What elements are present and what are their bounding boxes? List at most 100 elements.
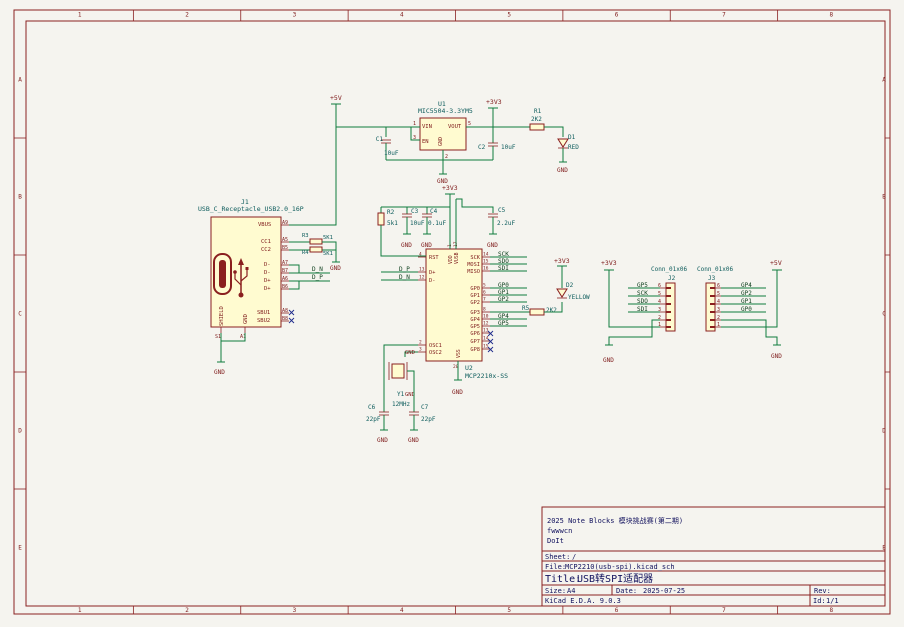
r4-ref: R4 xyxy=(302,250,309,256)
title-value: USB转SPI适配器 xyxy=(577,572,653,585)
j1-pinnum-s1: S1 xyxy=(215,334,221,340)
u2-right-pin-label: MISO xyxy=(467,269,480,275)
u2-left-pin-number: 2 xyxy=(419,340,422,346)
d2-value: YELLOW xyxy=(568,294,590,301)
j3-gnd-label: GND xyxy=(771,353,782,360)
c2-value: 10uF xyxy=(501,144,516,151)
c6-value: 22pF xyxy=(366,416,381,423)
j1-pinnum-a7: A7 xyxy=(282,260,288,266)
frame-col-label: 6 xyxy=(615,12,619,19)
r1-resistor: R1 2K2 xyxy=(529,108,545,131)
u2-right-pin-number: 14 xyxy=(483,252,489,258)
date-label: Date: xyxy=(616,587,637,595)
j2-value: Conn_01x06 xyxy=(651,266,688,273)
d2-ref: D2 xyxy=(566,282,574,289)
c1-ref: C1 xyxy=(376,136,384,143)
u2-left-pin-label: D+ xyxy=(429,270,435,276)
u2-right-pin-label: GP4 xyxy=(470,317,480,323)
net-sck-j2: SCK xyxy=(637,290,648,297)
header-pin-number: 1 xyxy=(658,322,661,328)
frame-row-label: C xyxy=(882,311,886,318)
frame-col-label: 1 xyxy=(78,607,82,614)
u2-left-pin-label: OSC2 xyxy=(429,350,442,356)
j1-usb-c-connector: J1 USB_C_Receptacle_USB2.0_16P VBUS CC1 … xyxy=(198,198,304,340)
u1-pin2: 2 xyxy=(445,154,448,160)
c5-capacitor: C5 2.2uF GND xyxy=(487,207,515,249)
j1-pin-dp1: D+ xyxy=(264,278,271,284)
r4-value: 5K1 xyxy=(323,251,333,257)
sheet-label: Sheet: xyxy=(545,553,570,561)
u2-right-pin-label: MOSI xyxy=(467,262,480,268)
file-label: File: xyxy=(545,563,566,571)
net-dn-u2: D_N xyxy=(399,274,410,281)
header-pin-number: 5 xyxy=(658,291,661,297)
u2-right-pin-number: 7 xyxy=(483,297,486,303)
net-gp4-u2: GP4 xyxy=(498,313,509,320)
header-pin-number: 6 xyxy=(658,283,661,289)
y1-ref: Y1 xyxy=(397,391,405,398)
u2-right-pin-label: GP8 xyxy=(470,347,480,353)
date-value: 2025-07-25 xyxy=(643,587,685,595)
u1-value: MIC5504-3.3YM5 xyxy=(418,107,473,115)
u2-right-pin-number: 15 xyxy=(483,259,489,265)
u1-ref: U1 xyxy=(438,100,446,108)
j1-pinnum-b8: B8 xyxy=(282,316,288,322)
frame-col-label: 2 xyxy=(185,12,189,19)
c6-ref: C6 xyxy=(368,404,376,411)
frame-col-label: 5 xyxy=(507,12,511,19)
frame-col-label: 3 xyxy=(293,607,297,614)
d1-gnd-symbol: GND xyxy=(557,161,568,174)
c6-gnd-label: GND xyxy=(377,437,388,444)
frame-col-label: 3 xyxy=(293,12,297,19)
header-pin-number: 1 xyxy=(717,322,720,328)
u2-right-pin-number: 15 xyxy=(483,344,489,350)
u2-right-pin-label: SCK xyxy=(470,255,480,261)
j1-pinnum-a8: A8 xyxy=(282,308,288,314)
u2-right-pin-label: GP3 xyxy=(470,310,480,316)
y1-value: 12MHz xyxy=(392,401,410,408)
c7-capacitor: C7 22pF GND xyxy=(408,404,436,444)
c4-capacitor: C4 0.1uF GND xyxy=(421,207,446,249)
j1-pinnum-a9: A9 xyxy=(282,220,288,226)
u1-pin5: 5 xyxy=(468,121,471,127)
frame-row-label: D xyxy=(18,428,22,435)
c2-capacitor: C2 10uF xyxy=(478,142,516,160)
u2-right-pin-label: GP7 xyxy=(470,339,480,345)
frame-row-label: B xyxy=(882,194,886,201)
frame-col-label: 4 xyxy=(400,12,404,19)
j1-pinnum-a6: A6 xyxy=(282,276,288,282)
header-pin-number: 4 xyxy=(658,299,661,305)
j1-pin-dp2: D+ xyxy=(264,286,271,292)
frame-row-label: B xyxy=(18,194,22,201)
u1-pin-gnd: GND xyxy=(438,137,444,146)
u2-right-pin-label: GP0 xyxy=(470,286,480,292)
c5-ref: C5 xyxy=(498,207,506,214)
frame-col-label: 7 xyxy=(722,12,726,19)
u2-left-pin-label: RST xyxy=(429,255,439,261)
net-gp1-j3: GP1 xyxy=(741,298,752,305)
net-dp-j1: D_P xyxy=(312,274,323,281)
power-3v3-top-label: +3V3 xyxy=(486,98,502,106)
j1-pin-shield: SHIELD xyxy=(219,306,225,326)
c4-ref: C4 xyxy=(430,208,438,215)
u1-gnd-symbol: GND xyxy=(437,173,448,185)
u1-pin1: 1 xyxy=(413,121,416,127)
id-value: 1/1 xyxy=(826,597,839,605)
title-label: Title: xyxy=(545,574,581,585)
j1-pin-vbus: VBUS xyxy=(258,222,271,228)
sheet-value: / xyxy=(572,553,576,561)
u2-right-pin-number: 8 xyxy=(483,307,486,313)
u1-pin-en: EN xyxy=(422,139,429,145)
u2-bottom-pin-label: VSS xyxy=(456,349,462,358)
title-company: 2025 Note Blocks 模块挑战赛(第二期) xyxy=(547,516,683,525)
c3-value: 10uF xyxy=(410,220,425,227)
u2-left-pin-label: OSC1 xyxy=(429,343,442,349)
net-gp0-j3: GP0 xyxy=(741,306,752,313)
frame-col-label: 1 xyxy=(78,12,82,19)
j1-gnd-label: GND xyxy=(330,265,341,272)
frame-col-label: 8 xyxy=(830,607,834,614)
j1-pinnum-b5: B5 xyxy=(282,245,288,251)
u2-ref: U2 xyxy=(465,364,473,372)
